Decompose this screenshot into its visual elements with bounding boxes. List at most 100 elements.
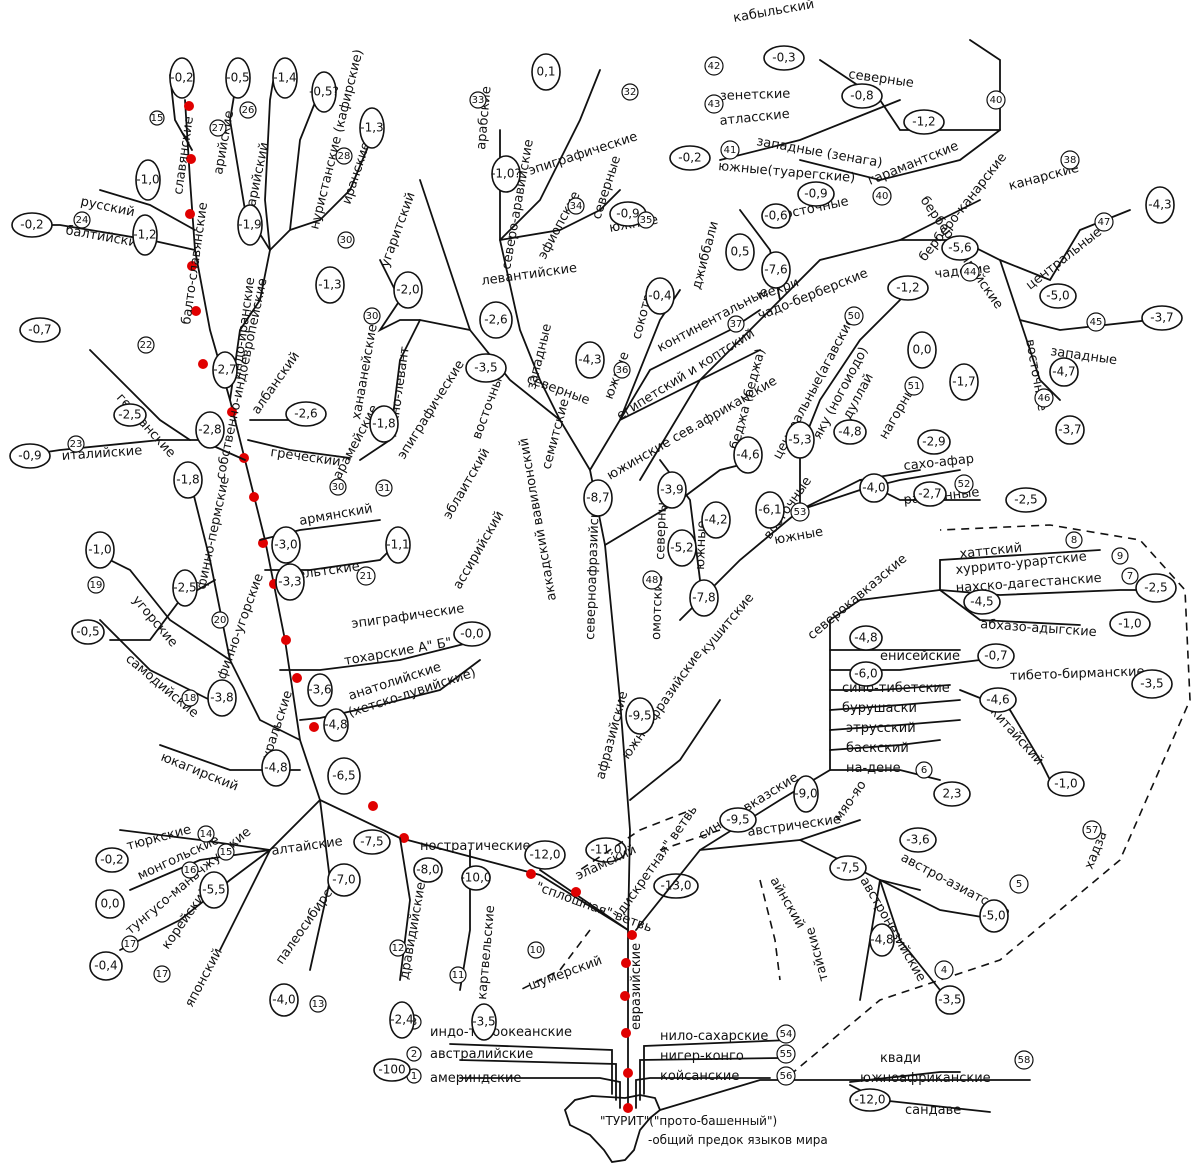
svg-text:0,5: 0,5 [730,245,749,259]
svg-text:31: 31 [378,483,391,494]
svg-text:-4,0: -4,0 [862,481,885,495]
svg-text:-1,0?: -1,0? [491,167,521,181]
svg-text:35: 35 [640,215,653,226]
svg-text:-1,1: -1,1 [386,538,409,552]
svg-text:-9,5: -9,5 [628,709,651,723]
svg-text:-2,6: -2,6 [484,313,507,327]
svg-text:57: 57 [1086,825,1099,836]
svg-text:-100: -100 [378,1063,405,1077]
base-label-australian: австралийские [430,1047,533,1062]
tai-label: тайские [803,925,832,982]
base-label-sandawe: сандаве [905,1103,961,1118]
yeniseian-label: енисейские [880,649,960,664]
svg-text:34: 34 [570,201,583,212]
svg-text:-5,5: -5,5 [202,883,225,897]
svg-text:-5,3: -5,3 [788,433,811,447]
svg-text:11: 11 [452,970,465,981]
svg-text:47: 47 [1098,217,1111,228]
svg-text:21: 21 [360,571,373,582]
svg-text:16: 16 [184,865,197,876]
svg-text:-4,0: -4,0 [272,993,295,1007]
abkhaz-label: абхазо-адыгские [980,617,1097,640]
svg-text:24: 24 [76,215,89,226]
etruscan-label: этрусский [846,721,916,736]
eblaite-label: эблаитский [440,446,493,522]
svg-text:33: 33 [472,95,485,106]
svg-text:-4,6: -4,6 [986,693,1009,707]
svg-text:-3,6: -3,6 [308,683,331,697]
svg-text:-4,3: -4,3 [1148,198,1171,212]
svg-text:-1,2: -1,2 [912,115,935,129]
svg-text:-8,7: -8,7 [586,491,609,505]
svg-text:-3,5: -3,5 [472,1015,495,1029]
svg-text:46: 46 [1038,393,1051,404]
svg-text:-1,4: -1,4 [273,71,296,85]
miao-label: мяо-яо [831,778,870,824]
svg-text:7: 7 [1127,571,1133,582]
greek-label: греческий [269,445,341,470]
svg-text:-2,7: -2,7 [918,487,941,501]
svg-text:-4,3: -4,3 [578,353,601,367]
svg-text:-0,8: -0,8 [850,89,873,103]
svg-text:-3,7: -3,7 [1150,311,1173,325]
base-label-nilosaharan: нило-сахарские [660,1029,768,1044]
svg-text:-2,0: -2,0 [396,283,419,297]
svg-text:37: 37 [730,319,743,330]
central-label: центральные [1023,225,1105,293]
svg-text:-0,0: -0,0 [460,627,483,641]
svg-text:0,0: 0,0 [912,343,931,357]
svg-text:-6,0: -6,0 [854,667,877,681]
svg-text:56: 56 [780,1071,793,1082]
svg-text:51: 51 [908,381,921,392]
svg-text:-1,3: -1,3 [318,278,341,292]
svg-text:14: 14 [200,829,213,840]
svg-text:-1,0: -1,0 [1054,777,1077,791]
base-label-kwadi: квади [880,1051,921,1066]
svg-text:40: 40 [876,191,889,202]
chinese-label: китайский [987,705,1046,769]
svg-text:-5,0: -5,0 [982,909,1005,923]
svg-text:55: 55 [780,1049,793,1060]
svg-text:-0,2: -0,2 [678,151,701,165]
svg-text:45: 45 [1090,317,1103,328]
saho-label: сахо-афар [903,452,975,474]
svg-text:32: 32 [624,87,637,98]
svg-text:-3,9: -3,9 [660,483,683,497]
svg-text:-7,5: -7,5 [360,835,383,849]
svg-text:-9,0: -9,0 [794,787,817,801]
svg-text:4: 4 [941,965,947,976]
svg-text:30: 30 [332,482,345,493]
svg-text:-6,5: -6,5 [332,769,355,783]
svg-text:41: 41 [724,145,737,156]
epigraphic2-label: эпиграфические [527,129,640,178]
svg-text:-5,6: -5,6 [948,241,971,255]
svg-text:-1,0: -1,0 [136,173,159,187]
atlas-label: атласские [719,107,791,129]
svg-text:40: 40 [990,95,1003,106]
svg-text:-4,7: -4,7 [1052,365,1075,379]
svg-text:-9,5: -9,5 [726,813,749,827]
svg-text:15: 15 [151,113,164,124]
tibetoburman-label: тибето-бирманские [1010,664,1145,684]
nostratic-label: ностратические [420,839,531,854]
svg-text:-2,5: -2,5 [118,408,141,422]
svg-text:-12,0: -12,0 [854,1093,885,1107]
svg-text:-3,5: -3,5 [938,993,961,1007]
svg-text:-0,9: -0,9 [616,207,639,221]
svg-text:-4,8: -4,8 [838,425,861,439]
svg-text:-3,7: -3,7 [1058,423,1081,437]
svg-text:-2,5: -2,5 [173,581,196,595]
svg-text:38: 38 [1064,155,1077,166]
svg-text:10: 10 [530,945,543,956]
jibbali-label: джиббали [689,220,722,291]
svg-text:-0,3: -0,3 [772,51,795,65]
svg-text:8: 8 [1071,535,1077,546]
svg-text:-1,8: -1,8 [372,417,395,431]
svg-text:0,1: 0,1 [536,65,555,79]
svg-text:-0,9: -0,9 [18,449,41,463]
basque-label: баскский [846,741,909,756]
svg-text:20: 20 [214,615,227,626]
svg-text:-3,5: -3,5 [474,361,497,375]
kabyle-label: кабыльский [732,0,815,26]
base-label-khoisan: койсанские [660,1069,739,1084]
